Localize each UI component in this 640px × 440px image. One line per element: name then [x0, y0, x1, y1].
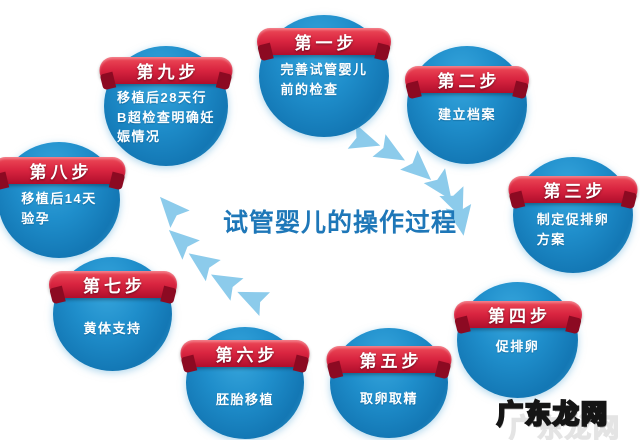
step-5-node: 第五步 取卵取精 [326, 328, 452, 438]
step-1-description: 完善试管婴儿 前的检查 [280, 62, 368, 97]
step-2-label: 第二步 [437, 72, 501, 91]
flow-arrow-icon [422, 167, 463, 209]
step-5-description: 取卵取精 [359, 391, 418, 406]
flow-arrow-icon [399, 149, 442, 191]
step-2-ribbon: 第二步 [405, 66, 529, 93]
step-3-node: 第三步 制定促排卵 方案 [508, 157, 638, 273]
flow-arrow-icon [231, 279, 272, 318]
step-7-description: 黄体支持 [83, 321, 142, 336]
step-9-node: 第九步 移植后28天行 B超检查明确妊 娠情况 [99, 46, 233, 166]
step-4-description: 促排卵 [495, 339, 540, 354]
flow-arrow-icon [159, 219, 202, 261]
watermark-ghost: 广东龙网 [508, 412, 622, 440]
step-6-description: 胚胎移植 [215, 392, 274, 407]
step-1-node: 第一步 完善试管婴儿 前的检查 [257, 15, 391, 137]
flow-arrow-icon [444, 203, 477, 239]
step-5-label: 第五步 [359, 352, 423, 371]
step-3-ribbon: 第三步 [508, 176, 638, 203]
step-7-node: 第七步 黄体支持 [48, 257, 177, 371]
step-7-ribbon: 第七步 [48, 271, 177, 298]
step-7-label: 第七步 [83, 277, 146, 296]
step-9-ribbon: 第九步 [99, 57, 233, 84]
flow-arrow-icon [438, 185, 476, 225]
step-8-ribbon: 第八步 [0, 157, 126, 184]
flow-arrow-icon [371, 133, 413, 173]
step-9-description: 移植后28天行 B超检查明确妊 娠情况 [117, 90, 215, 144]
step-8-label: 第八步 [29, 163, 93, 182]
step-4-label: 第四步 [488, 307, 551, 326]
diagram-title: 试管婴儿的操作过程 [223, 209, 458, 237]
flow-arrow-icon [346, 123, 385, 160]
step-4-ribbon: 第四步 [453, 301, 582, 328]
step-8-description: 移植后14天 验孕 [21, 191, 97, 226]
flow-arrow-icon [180, 241, 222, 282]
step-9-label: 第九步 [136, 63, 200, 82]
flow-arrow-icon [203, 262, 245, 302]
step-6-label: 第六步 [215, 346, 279, 365]
step-5-ribbon: 第五步 [326, 346, 452, 373]
step-2-description: 建立档案 [437, 107, 496, 122]
step-8-node: 第八步 移植后14天 验孕 [0, 142, 126, 258]
step-3-label: 第三步 [543, 182, 607, 201]
step-5-circle [330, 328, 448, 438]
step-2-node: 第二步 建立档案 [405, 46, 529, 164]
step-1-ribbon: 第一步 [257, 28, 391, 55]
step-6-ribbon: 第六步 [180, 340, 310, 367]
flow-arrow-icon [149, 187, 191, 230]
watermark: 广东龙网 [496, 398, 610, 431]
step-6-node: 第六步 胚胎移植 [180, 327, 310, 439]
step-1-label: 第一步 [294, 34, 358, 53]
step-3-description: 制定促排卵 方案 [536, 212, 610, 247]
step-4-node: 第四步 促排卵 [453, 282, 582, 398]
